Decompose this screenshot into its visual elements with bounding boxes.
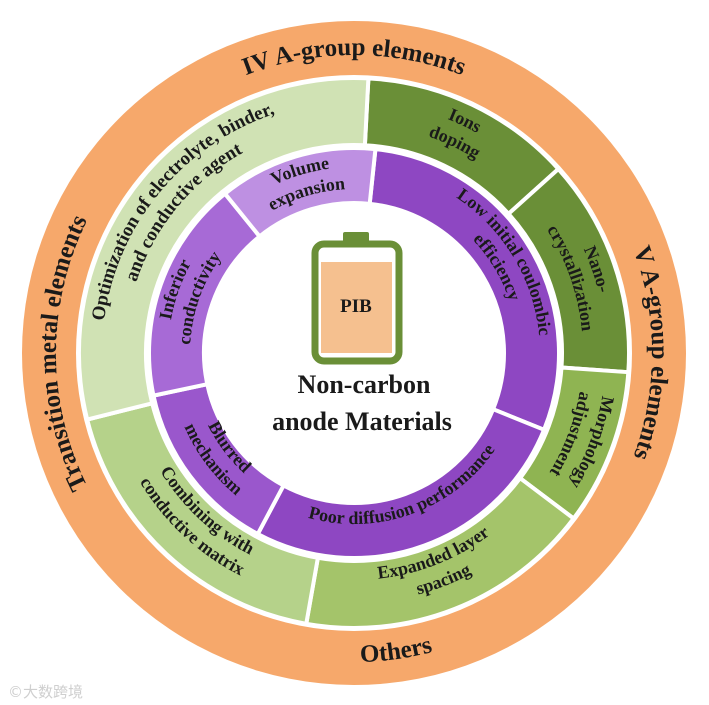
middle-segment-optimization-electrolyte: [77, 76, 371, 422]
battery-icon: [311, 232, 403, 365]
battery-label: PIB: [340, 296, 372, 317]
middle-ring-segments: [77, 76, 631, 630]
inner-ring-segments: [147, 146, 561, 560]
center-title-line1: Non-carbon: [298, 370, 431, 399]
center-title-line2: anode Materials: [272, 407, 452, 436]
watermark: ©大数跨境: [8, 683, 83, 701]
